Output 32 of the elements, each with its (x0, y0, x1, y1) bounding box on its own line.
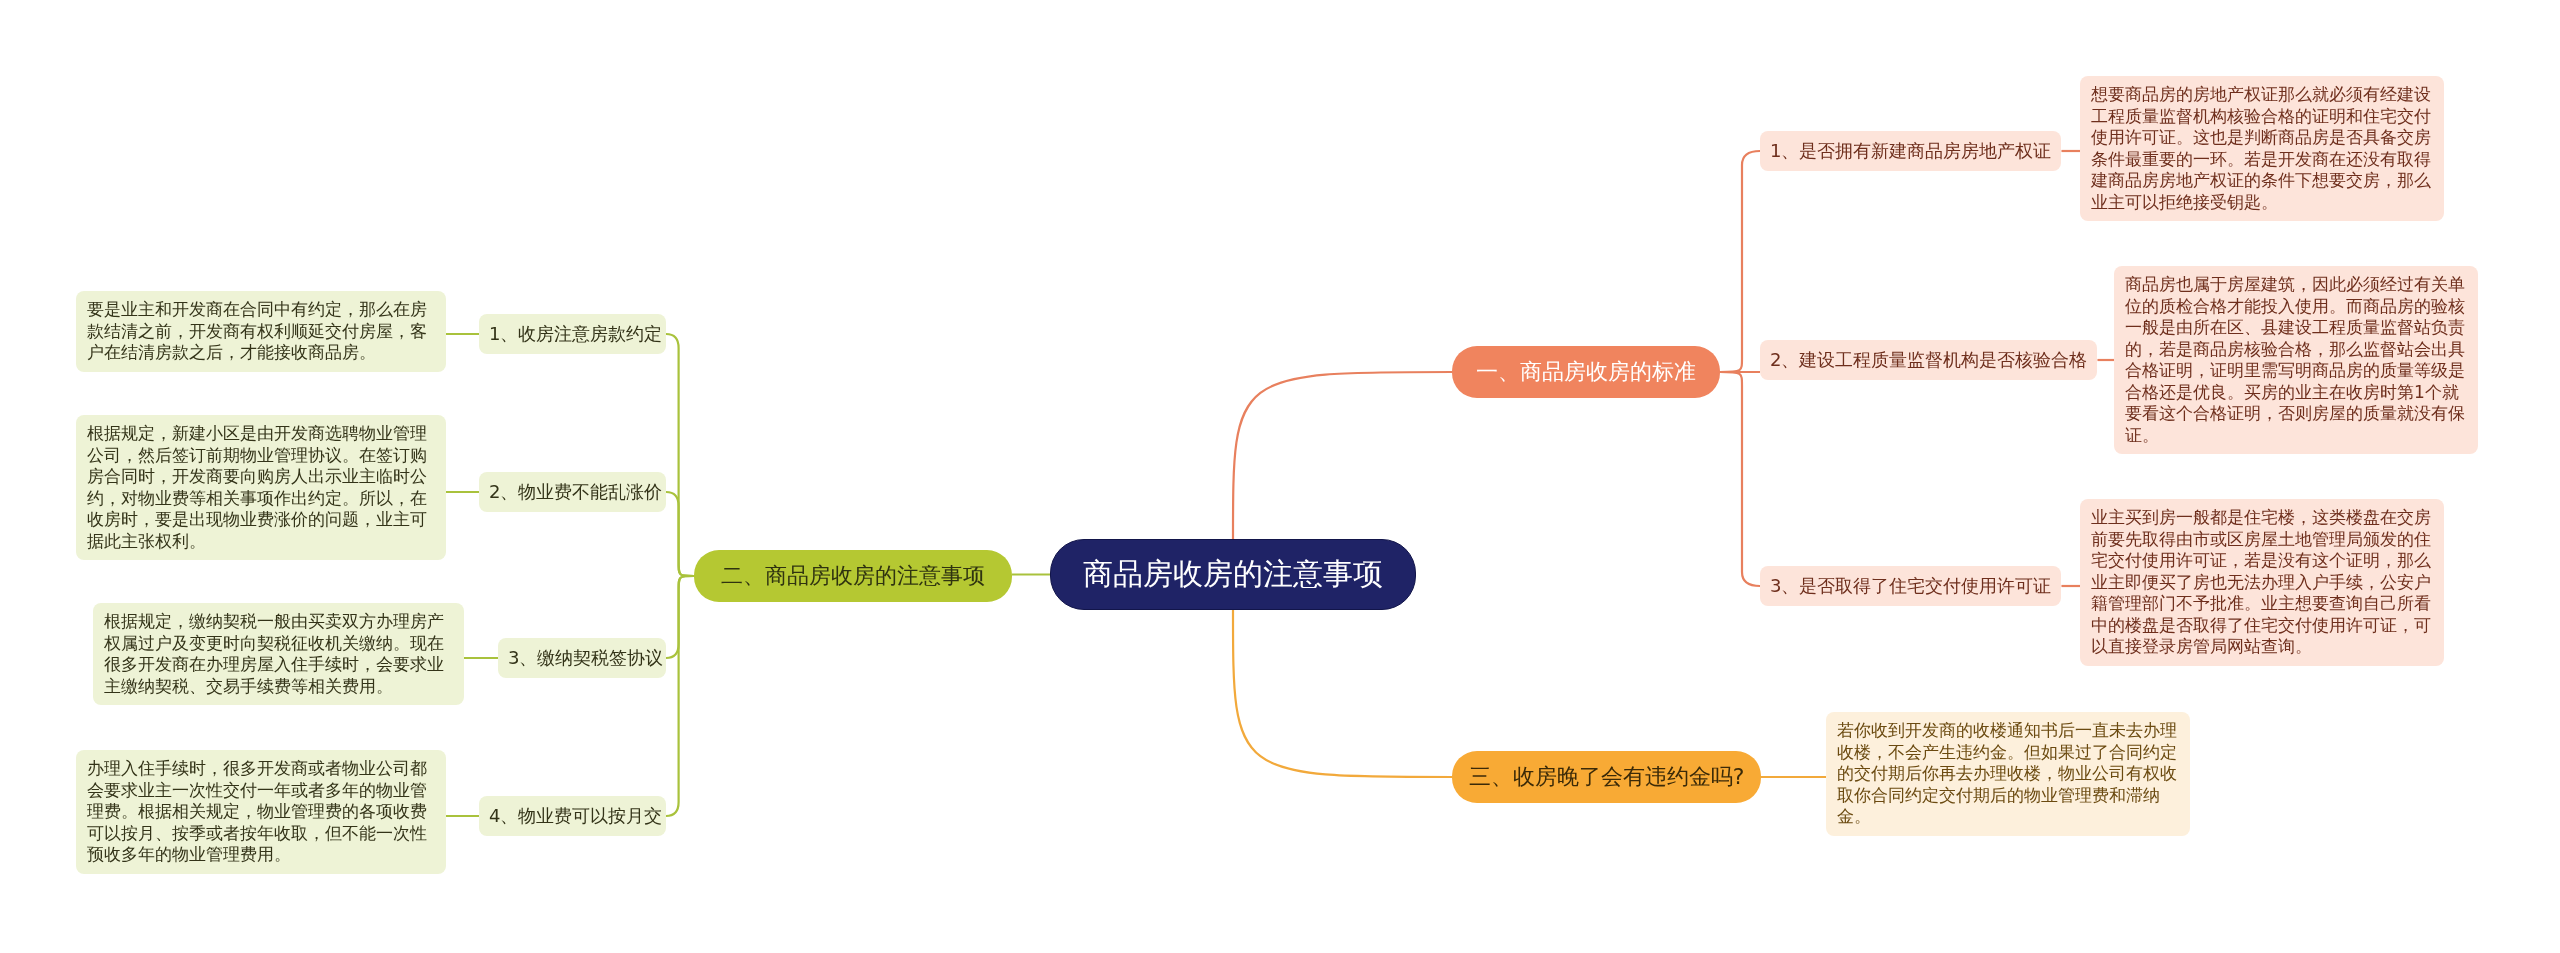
connector-line (1012, 573, 1050, 576)
note-box: 业主买到房一般都是住宅楼，这类楼盘在交房前要先取得由市或区房屋土地管理局颁发的住宅交付使用许可证，若是没有这个证明，那么业主即便买了房也无法办理入户手续，公安户籍管理部门不予批准。业主想要查询自己所看中的楼盘是否取得了住宅交付使用许可证，可以直接登录房管局网站查询。 (2080, 499, 2444, 666)
connector-line (446, 814, 479, 818)
connector-line (1761, 775, 1826, 779)
branch-topic: 二、商品房收房的注意事项 (694, 550, 1012, 602)
connector-line (446, 332, 479, 336)
note-box: 办理入住手续时，很多开发商或者物业公司都会要求业主一次性交付一年或者多年的物业管理费。根据相关规定，物业管理费的各项收费可以按月、按季或者按年收取，但不能一次性预收多年的物业管理费用。 (76, 750, 446, 874)
connector-line (2061, 584, 2080, 588)
note-box: 根据规定，缴纳契税一般由买卖双方办理房产权属过户及变更时向契税征收机关缴纳。现在很多开发商在办理房屋入住手续时，会要求业主缴纳契税、交易手续费等相关费用。 (93, 603, 464, 705)
note-box: 若你收到开发商的收楼通知书后一直未去办理收楼，不会产生违约金。但如果过了合同约定的交付期后你再去办理收楼，物业公司有权收取你合同约定交付期后的物业管理费和滞纳金。 (1826, 712, 2190, 836)
subtopic-box: 1、收房注意房款约定 (479, 314, 666, 354)
subtopic-box: 2、物业费不能乱涨价 (479, 472, 666, 512)
note-box: 商品房也属于房屋建筑，因此必须经过有关单位的质检合格才能投入使用。而商品房的验核一般是由所在区、县建设工程质量监督站负责的，若是商品房核验合格，那么监督站会出具合格证明，证明里需写明商品房的质量等级是合格还是优良。买房的业主在收房时第1个就要看这个合格证明，否则房屋的质量就没有保证。 (2114, 266, 2478, 454)
subtopic-box: 4、物业费可以按月交 (479, 796, 666, 836)
connector-line (2061, 149, 2080, 153)
note-box: 想要商品房的房地产权证那么就必须有经建设工程质量监督机构核验合格的证明和住宅交付使用许可证。这也是判断商品房是否具备交房条件最重要的一环。若是开发商在还没有取得建商品房房地产权证的条件下想要交房，那么业主可以拒绝接受钥匙。 (2080, 76, 2444, 221)
connector-line (464, 656, 498, 660)
subtopic-box: 1、是否拥有新建商品房房地产权证 (1760, 131, 2062, 171)
subtopic-box: 2、建设工程质量监督机构是否核验合格 (1760, 340, 2098, 380)
branch-topic: 一、商品房收房的标准 (1452, 346, 1720, 398)
connector-line (446, 490, 479, 494)
note-box: 根据规定，新建小区是由开发商选聘物业管理公司，然后签订前期物业管理协议。在签订购房合同时，开发商要向购房人出示业主临时公约，对物业费等相关事项作出约定。所以，在收房时，要是出现物业费涨价的问题，业主可据此主张权利。 (76, 415, 446, 560)
connector-line (665, 574, 694, 818)
connector-line (1231, 370, 1452, 539)
subtopic-box: 3、缴纳契税签协议 (498, 638, 666, 678)
connector-line (1720, 370, 1761, 588)
note-box: 要是业主和开发商在合同中有约定，那么在房款结清之前，开发商有权利顺延交付房屋，客户在结清房款之后，才能接收商品房。 (76, 291, 446, 372)
connector-line (2097, 358, 2114, 362)
subtopic-box: 3、是否取得了住宅交付使用许可证 (1760, 566, 2062, 606)
branch-topic: 三、收房晚了会有违约金吗? (1452, 751, 1761, 803)
central-topic: 商品房收房的注意事项 (1050, 539, 1416, 610)
connector-line (1231, 610, 1452, 779)
